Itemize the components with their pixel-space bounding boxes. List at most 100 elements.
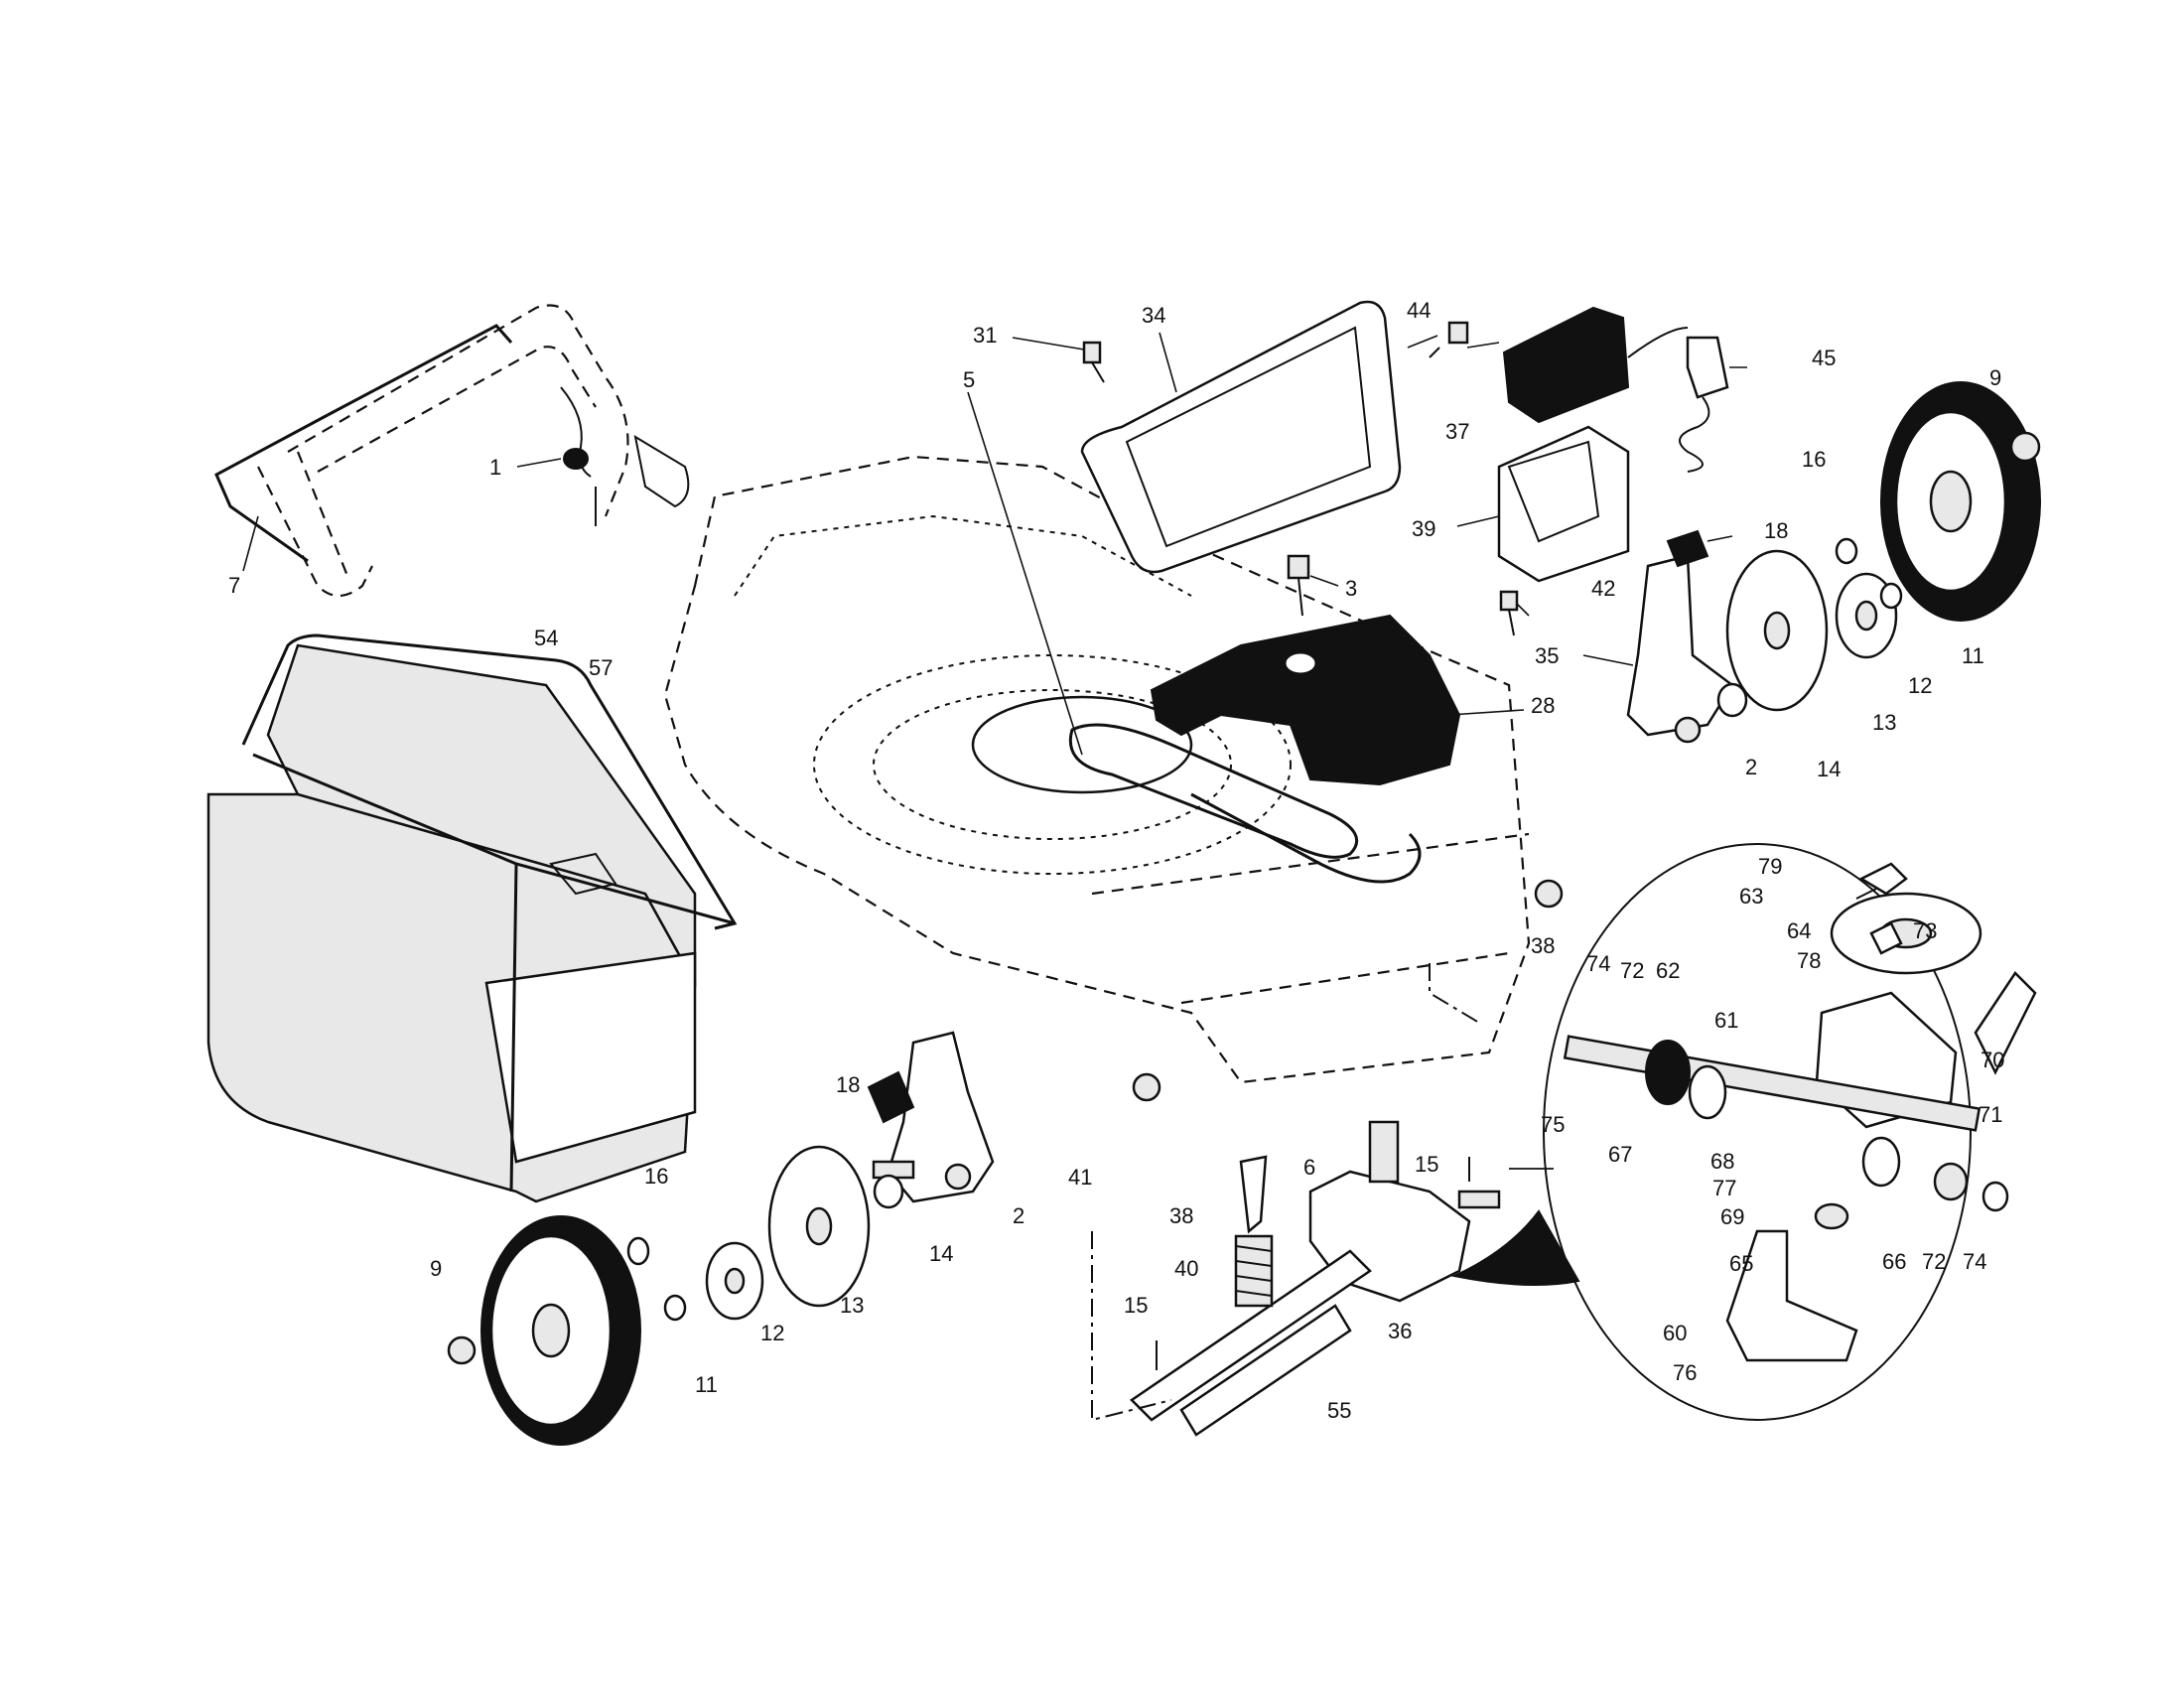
bolt-part-31 xyxy=(1082,341,1105,383)
callout-63: 63 xyxy=(1739,884,1763,909)
callout-72a: 72 xyxy=(1620,958,1644,983)
callout-73: 73 xyxy=(1913,918,1937,943)
battery-tray-part-39 xyxy=(1497,425,1630,583)
callout-9b: 9 xyxy=(430,1256,442,1281)
callout-31: 31 xyxy=(973,323,997,348)
callout-45: 45 xyxy=(1812,346,1836,370)
callout-16a: 16 xyxy=(1802,447,1826,472)
grass-bag-part-54 xyxy=(206,643,697,1203)
ring-part-12a xyxy=(1879,582,1903,610)
cable-clip-part-1 xyxy=(560,386,690,526)
callout-38b: 38 xyxy=(1169,1203,1193,1228)
callout-78: 78 xyxy=(1797,948,1821,973)
callout-66: 66 xyxy=(1882,1249,1906,1274)
callout-11a: 11 xyxy=(1962,643,1984,668)
bolt-part-3 xyxy=(1287,554,1310,617)
callout-14a: 14 xyxy=(1817,757,1841,781)
transmission-detail-view xyxy=(1450,843,2037,1421)
callout-labels: 1 7 5 31 34 44 37 45 39 3 42 18 16 9 35 … xyxy=(228,298,2004,1423)
callout-15b: 15 xyxy=(1124,1293,1148,1318)
callout-18a: 18 xyxy=(1764,518,1788,543)
callout-44: 44 xyxy=(1407,298,1431,323)
callout-62: 62 xyxy=(1656,958,1680,983)
callout-15a: 15 xyxy=(1415,1152,1438,1177)
callout-16b: 16 xyxy=(644,1164,668,1189)
callout-41: 41 xyxy=(1068,1165,1092,1190)
washer-part-2a xyxy=(1716,682,1748,718)
bushing-part-38a xyxy=(1534,879,1564,909)
callout-68: 68 xyxy=(1710,1149,1734,1174)
callout-2a: 2 xyxy=(1745,755,1757,779)
height-adjuster-part-35 xyxy=(1626,554,1734,744)
bolt-part-42 xyxy=(1499,590,1519,636)
callout-57: 57 xyxy=(589,655,613,680)
hubcap-part-14b xyxy=(767,1145,871,1308)
nut-part-9a xyxy=(2009,431,2041,463)
hubcap-part-14a xyxy=(1725,549,1829,712)
callout-64: 64 xyxy=(1787,918,1811,943)
callout-37: 37 xyxy=(1445,419,1469,444)
callout-70: 70 xyxy=(1980,1048,2004,1072)
axle-part-55 xyxy=(1130,1249,1372,1437)
callout-39: 39 xyxy=(1412,516,1435,541)
leader-lines xyxy=(242,332,1747,1170)
callout-69: 69 xyxy=(1720,1204,1744,1229)
ring-part-12b xyxy=(663,1294,687,1322)
washer-part-16b xyxy=(626,1236,650,1266)
wheel-part-11a xyxy=(1880,381,2041,622)
bushing-part-38b xyxy=(1132,1072,1161,1102)
callout-13b: 13 xyxy=(840,1293,864,1318)
callout-28: 28 xyxy=(1531,693,1555,718)
washer-part-16a xyxy=(1835,537,1858,565)
callout-18b: 18 xyxy=(836,1072,860,1097)
callout-12a: 12 xyxy=(1908,673,1932,698)
callout-6: 6 xyxy=(1303,1155,1315,1180)
callout-79: 79 xyxy=(1758,854,1782,879)
callout-65: 65 xyxy=(1729,1251,1753,1276)
callout-1: 1 xyxy=(489,455,501,480)
knob-part-18b xyxy=(867,1070,915,1124)
gear-part-13b xyxy=(705,1241,764,1321)
callout-9a: 9 xyxy=(1989,365,2001,390)
callout-7: 7 xyxy=(228,573,240,598)
callout-74a: 74 xyxy=(1586,951,1610,976)
callout-11b: 11 xyxy=(695,1372,718,1397)
callout-5: 5 xyxy=(963,367,975,392)
callout-40: 40 xyxy=(1174,1256,1198,1281)
callout-71: 71 xyxy=(1979,1102,2002,1127)
callout-35: 35 xyxy=(1535,643,1559,668)
pin-part-6 xyxy=(1239,1155,1268,1234)
callout-3: 3 xyxy=(1345,576,1357,601)
callout-42: 42 xyxy=(1591,576,1615,601)
washer-part-2b xyxy=(873,1174,904,1209)
bolt-part-44 xyxy=(1429,321,1469,358)
callout-75: 75 xyxy=(1541,1112,1565,1137)
nut-part-9b xyxy=(447,1335,477,1365)
callout-76: 76 xyxy=(1673,1360,1697,1385)
mower-deck xyxy=(663,455,1531,1084)
callout-72b: 72 xyxy=(1922,1249,1946,1274)
handle-part-7 xyxy=(214,304,629,598)
callout-77: 77 xyxy=(1712,1176,1736,1200)
callout-61: 61 xyxy=(1714,1008,1738,1033)
battery-part-37 xyxy=(1502,306,1630,424)
belt-part-5 xyxy=(1069,723,1422,884)
callout-14b: 14 xyxy=(929,1241,953,1266)
callout-60: 60 xyxy=(1663,1321,1687,1345)
callout-36: 36 xyxy=(1388,1319,1412,1343)
panel-part-34 xyxy=(1080,300,1402,574)
callout-12b: 12 xyxy=(760,1321,784,1345)
callout-2b: 2 xyxy=(1013,1203,1024,1228)
callout-74b: 74 xyxy=(1963,1249,1986,1274)
callout-13a: 13 xyxy=(1872,710,1896,735)
spring-part-40 xyxy=(1234,1234,1274,1308)
drive-cover-part-28 xyxy=(1150,614,1461,786)
callout-34: 34 xyxy=(1142,303,1165,328)
wheel-part-11b xyxy=(480,1215,641,1446)
callout-67: 67 xyxy=(1608,1142,1632,1167)
callout-54: 54 xyxy=(534,626,558,650)
callout-38a: 38 xyxy=(1531,933,1555,958)
knob-part-18a xyxy=(1666,529,1709,568)
